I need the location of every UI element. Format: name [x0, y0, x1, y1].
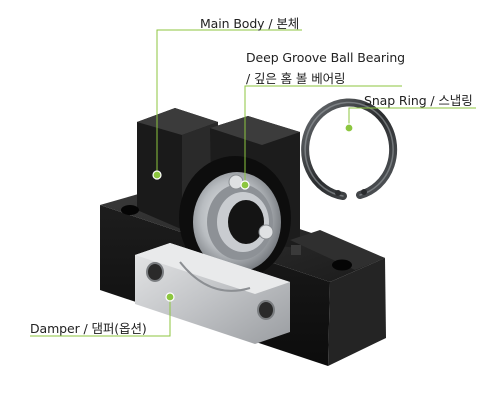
mount-hole-left: [121, 205, 139, 215]
label-snap-ring: Snap Ring / 스냅링: [364, 93, 473, 108]
label-damper: Damper / 댐퍼(옵션): [30, 321, 147, 336]
dot-bearing: [240, 180, 250, 190]
mount-hole-right: [332, 259, 352, 271]
label-main-body: Main Body / 본체: [200, 16, 300, 31]
leader-damper: [30, 297, 171, 337]
dot-damper: [165, 292, 175, 302]
leader-lines: [30, 29, 476, 337]
dot-main-body: [152, 170, 162, 180]
leader-snap-ring: [348, 107, 476, 128]
label-bearing-line2: / 깊은 홈 볼 베어링: [246, 71, 346, 86]
snap-ring-part: [301, 98, 398, 200]
damper-part: [135, 243, 290, 344]
bearing-part: [193, 172, 281, 272]
leader-bearing: [244, 85, 402, 185]
label-bearing-line1: Deep Groove Ball Bearing: [246, 50, 405, 65]
dot-snap-ring: [344, 123, 354, 133]
leader-main-body: [156, 29, 302, 175]
leader-dots: [152, 123, 354, 302]
